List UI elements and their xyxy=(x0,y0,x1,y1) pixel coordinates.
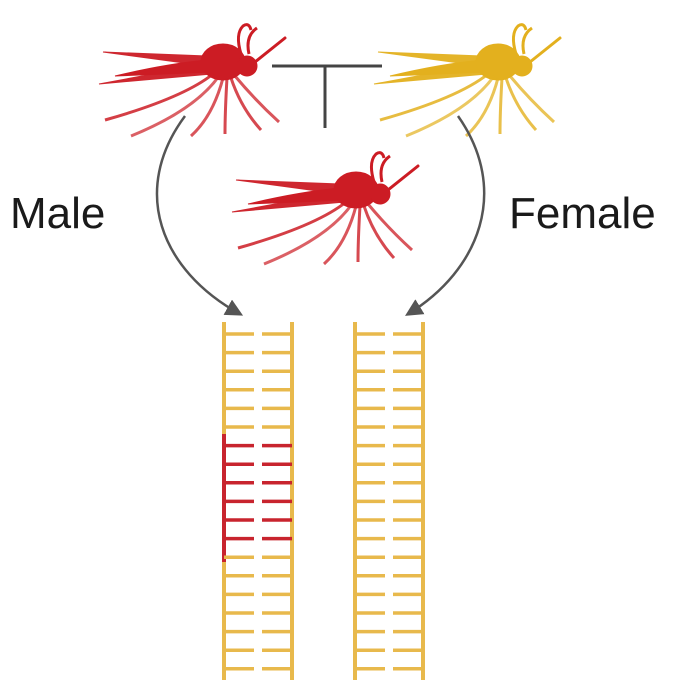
female-label: Female xyxy=(509,189,656,238)
male-label: Male xyxy=(10,189,105,238)
female-inheritance-arrow xyxy=(408,116,484,314)
mating-connector xyxy=(272,66,382,128)
male-inheritance-arrow xyxy=(157,116,240,314)
male-mosquito-icon xyxy=(99,25,285,136)
female-mosquito-icon xyxy=(374,25,560,136)
female-chromosome-ladder xyxy=(355,322,423,680)
male-chromosome-ladder xyxy=(222,322,292,680)
offspring-mosquito-icon xyxy=(232,153,418,264)
